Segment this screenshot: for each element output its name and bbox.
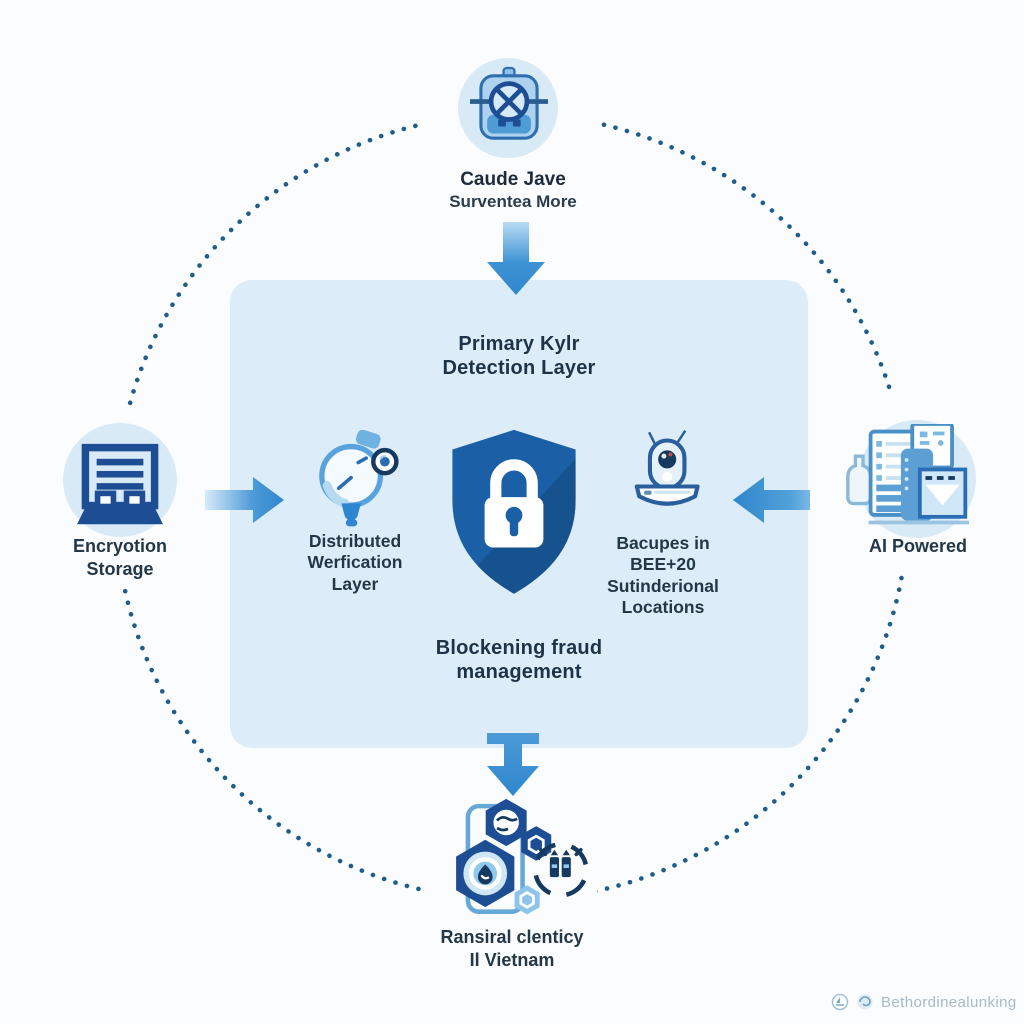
arrow-down-top (487, 222, 545, 295)
panel-top-title: Primary Kylr Detection Layer (442, 333, 596, 380)
bottom-node-label: Ransiral clenticy Il Vietnam (440, 927, 584, 970)
gauge-bulb-icon (305, 430, 407, 535)
documents-stack-icon (844, 424, 972, 532)
left-node-label: Encryotion Storage (72, 536, 167, 579)
watermark: Bethordinealunking (831, 993, 1017, 1011)
boat-logo-icon (831, 993, 849, 1011)
swirl-logo-icon (857, 994, 873, 1010)
arrow-right-left (205, 477, 284, 523)
robot-monitor-icon (622, 425, 714, 525)
arrow-down-bottom (487, 733, 539, 796)
watermark-text: Bethordinealunking (881, 993, 1017, 1011)
right-node-label: AI Powered (868, 536, 968, 556)
warehouse-icon (72, 442, 168, 528)
arrow-left-right (733, 477, 810, 523)
top-node-title: Caude Jave (460, 169, 566, 190)
panel-bottom-title: Blockening fraud management (435, 637, 603, 684)
hexagon-network-icon (433, 797, 593, 929)
shield-lock-icon (444, 427, 584, 598)
top-node-subtitle: Surventea More (449, 191, 577, 211)
top-node-text: Caude Jave Surventea More (383, 169, 643, 212)
left-item-label: Distributed Werfication Layer (307, 531, 403, 594)
vault-dial-icon (470, 64, 548, 150)
right-item-label: Bacupes in BEE+20 Sutinderional Location… (607, 533, 719, 618)
